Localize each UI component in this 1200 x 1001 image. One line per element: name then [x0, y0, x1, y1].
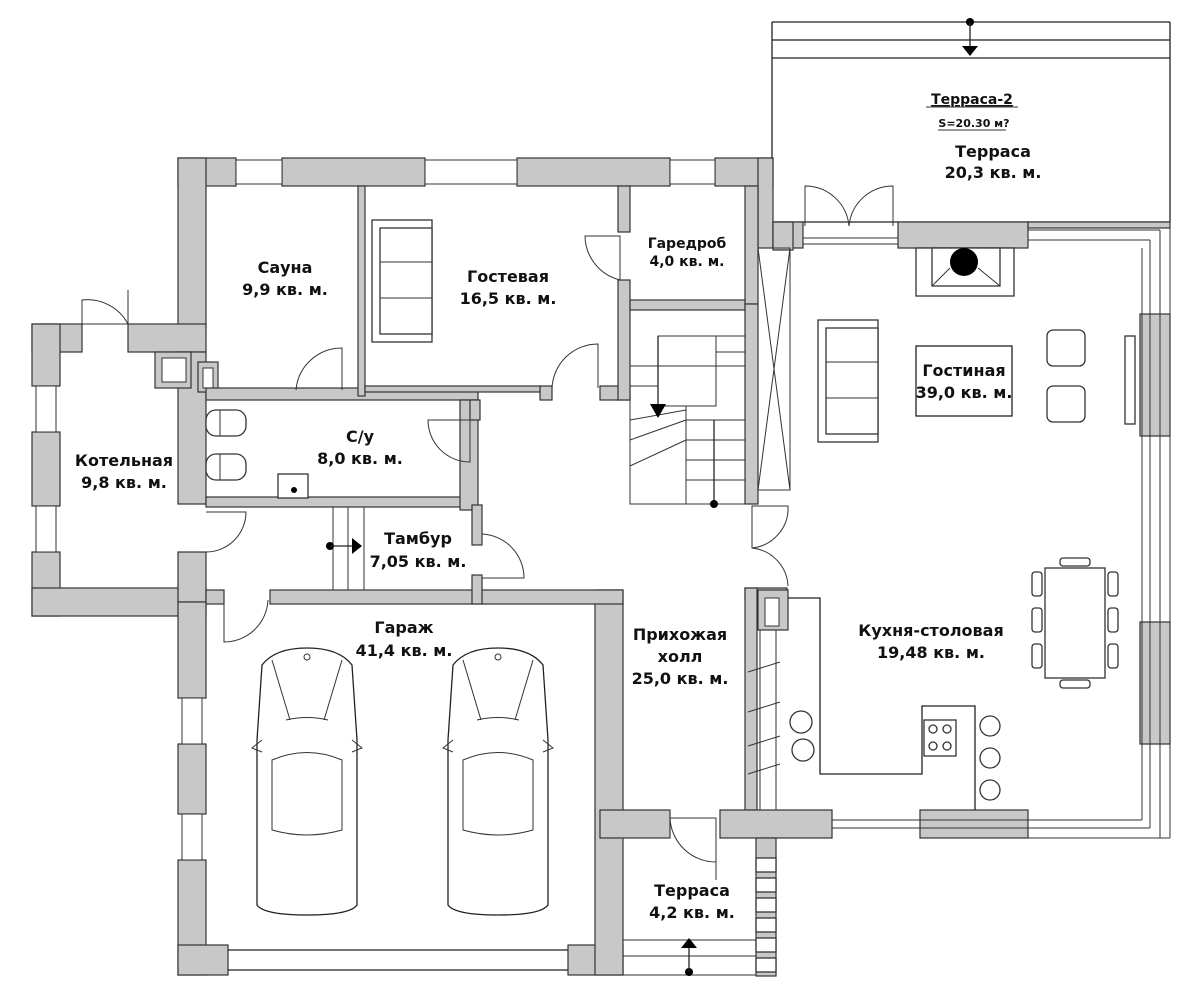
terrace-top-area: 20,3 кв. м. [945, 163, 1042, 182]
car-icon [251, 647, 363, 916]
wardrobe-name: Гаредроб [648, 236, 727, 252]
staircase [629, 309, 746, 508]
guest-room-area: 16,5 кв. м. [460, 289, 557, 308]
hall-name-line2: холл [658, 647, 703, 666]
entry-arrow-icon [326, 538, 362, 554]
living-sofa [817, 319, 879, 443]
hall-name-line1: Прихожая [633, 625, 727, 644]
fireplace-icon [950, 248, 978, 276]
car-icon [442, 647, 554, 916]
guest-sofa [371, 219, 433, 343]
boiler-room-area: 9,8 кв. м. [81, 473, 167, 492]
boiler-room-name: Котельная [75, 451, 173, 470]
sauna-area: 9,9 кв. м. [242, 280, 328, 299]
garage-area: 41,4 кв. м. [356, 641, 453, 660]
terrace-bottom-name: Терраса [654, 881, 730, 900]
sauna-name: Сауна [258, 258, 313, 277]
kitchen-dining-area: 19,48 кв. м. [877, 643, 985, 662]
glass-partition [757, 247, 791, 491]
vestibule-area: 7,05 кв. м. [370, 552, 467, 571]
living-room-area: 39,0 кв. м. [916, 383, 1013, 402]
guest-room-name: Гостевая [467, 267, 549, 286]
bathroom-fixtures [205, 409, 309, 499]
entry-arrow-icon [962, 18, 978, 56]
vestibule-entry [326, 507, 365, 590]
kitchen-counters [788, 597, 1001, 810]
hall-wardrobe [747, 630, 781, 810]
living-windows [803, 228, 1171, 839]
walls [31, 157, 1171, 977]
terrace-2-area-note: S=20.30 м? [938, 117, 1009, 130]
bathroom-name: С/у [346, 427, 375, 446]
entry-arrow-icon [681, 938, 697, 976]
bottom-terrace [622, 838, 777, 976]
vestibule-name: Тамбур [384, 529, 452, 548]
armchairs [1046, 329, 1136, 425]
fireplace [915, 247, 1015, 297]
kitchen-dining-name: Кухня-столовая [858, 621, 1003, 640]
dining-table [1031, 557, 1119, 689]
garage-name: Гараж [374, 618, 433, 637]
doors [81, 185, 894, 880]
terrace-bottom-area: 4,2 кв. м. [649, 903, 735, 922]
hall-area: 25,0 кв. м. [632, 669, 729, 688]
terrace-2-title: Терраса-2 [931, 92, 1013, 108]
terrace-top-name: Терраса [955, 142, 1031, 161]
wardrobe-area: 4,0 кв. м. [650, 254, 725, 270]
living-room-name: Гостиная [922, 361, 1005, 380]
bathroom-area: 8,0 кв. м. [317, 449, 403, 468]
living-label-box [915, 345, 1013, 417]
